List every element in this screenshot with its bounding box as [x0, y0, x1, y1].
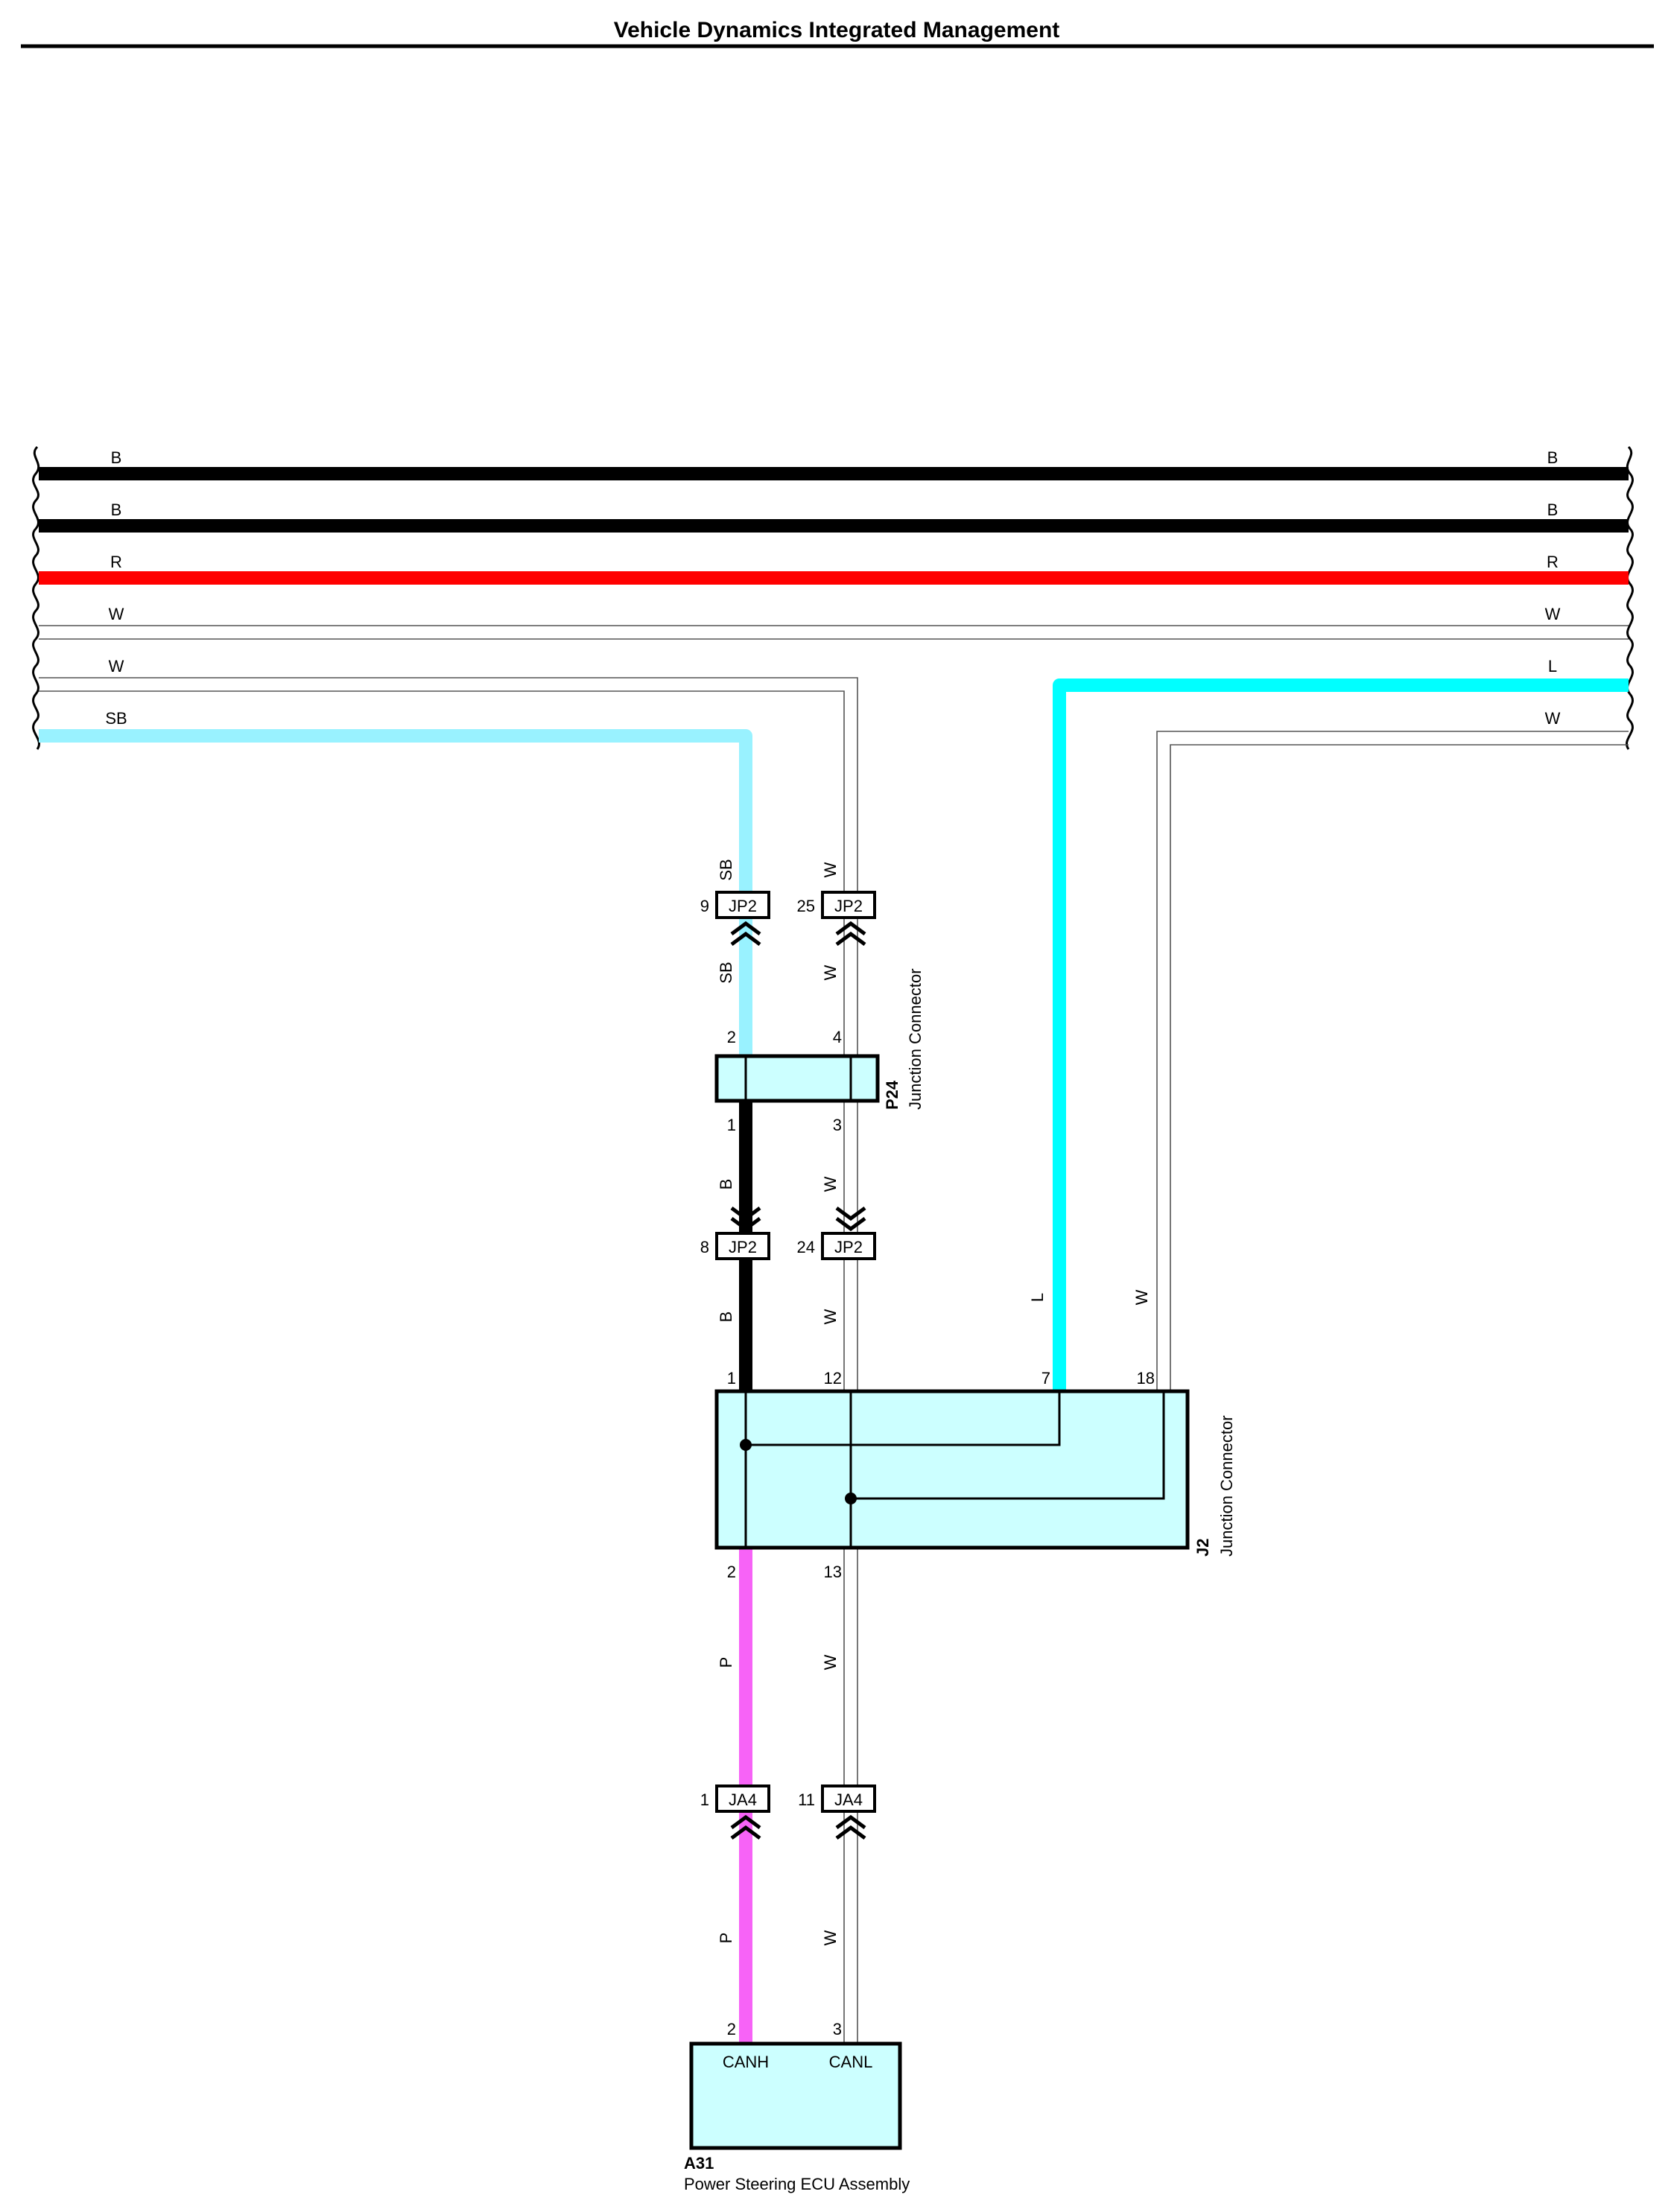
inline-connector-pin: 11 — [798, 1790, 815, 1809]
harness-label-left-6: SB — [105, 709, 127, 728]
wire-label-sb-lower: SB — [717, 962, 735, 983]
inline-connector-code: JP2 — [834, 897, 863, 915]
harness-wire-l — [1053, 678, 1629, 1391]
chevron-up-icon — [835, 1814, 866, 1840]
inline-connector-pin: 9 — [700, 897, 709, 915]
a31-power-steering-ecu: 2 3 CANH CANL A31 Power Steering ECU Ass… — [684, 2020, 910, 2193]
j2-id: J2 — [1193, 1539, 1212, 1557]
harness-label-right-1: B — [1547, 448, 1559, 467]
j2-pin-top-4: 18 — [1137, 1369, 1155, 1388]
inline-connector-pin: 1 — [700, 1790, 709, 1809]
harness-break-right — [1626, 445, 1634, 750]
harness-wire-sb — [39, 729, 752, 1056]
inline-connector-code: JP2 — [834, 1238, 863, 1256]
p24-pin-top-right: 4 — [833, 1028, 842, 1046]
inline-connector-code: JP2 — [729, 897, 757, 915]
inline-connector-code: JP2 — [729, 1238, 757, 1256]
inline-connector-code: JA4 — [834, 1790, 863, 1809]
harness-break-left — [32, 445, 40, 750]
page-title: Vehicle Dynamics Integrated Management — [614, 18, 1060, 42]
a31-id: A31 — [684, 2154, 714, 2173]
harness-label-right-3: R — [1547, 553, 1559, 571]
inline-connector-jp2-24: JP2 24 — [797, 1206, 876, 1260]
harness-label-right-5: L — [1548, 657, 1557, 676]
a31-name: Power Steering ECU Assembly — [684, 2175, 910, 2193]
a31-signal-canh: CANH — [723, 2053, 769, 2071]
wire-label-b-lower: B — [717, 1312, 735, 1323]
inline-connector-code: JA4 — [729, 1790, 757, 1809]
harness-label-left-3: R — [110, 553, 122, 571]
harness-label-right-2: B — [1547, 500, 1559, 519]
inline-connector-pin: 8 — [700, 1238, 709, 1256]
wire-label-w-bottom-lower: W — [821, 1930, 840, 1945]
harness-label-left-1: B — [111, 448, 122, 467]
wire-label-b-upper: B — [717, 1179, 735, 1190]
harness-label-right-4: W — [1545, 605, 1561, 623]
chevron-up-icon — [730, 921, 761, 947]
harness-label-left-4: W — [109, 605, 124, 623]
wire-label-sb-upper: SB — [717, 859, 735, 880]
harness-label-right-6: W — [1545, 709, 1561, 728]
wire-label-w-mid-lower: W — [821, 1309, 840, 1324]
harness-wire-w1 — [39, 625, 1629, 640]
inline-connector-pin: 24 — [797, 1238, 815, 1256]
wire-label-p-upper: P — [717, 1657, 735, 1668]
p24-id: P24 — [883, 1080, 901, 1110]
j2-pin-top-3: 7 — [1042, 1369, 1050, 1388]
chevron-down-icon — [835, 1206, 866, 1232]
j2-pin-bottom-2: 13 — [824, 1563, 842, 1581]
harness-label-left-5: W — [109, 657, 124, 676]
a31-pin-left: 2 — [727, 2020, 736, 2038]
wire-label-p-lower: P — [717, 1933, 735, 1944]
chevron-up-icon — [835, 921, 866, 947]
inline-connector-ja4-1: JA4 1 — [700, 1784, 770, 1840]
chevron-down-icon — [730, 1206, 761, 1232]
wire-label-w-j2: W — [1132, 1289, 1151, 1305]
inline-connector-jp2-8: JP2 8 — [700, 1206, 770, 1260]
p24-pin-top-left: 2 — [727, 1028, 736, 1046]
chevron-up-icon — [730, 1814, 761, 1840]
wire-label-w-lower: W — [821, 964, 840, 980]
a31-signal-canl: CANL — [829, 2053, 873, 2071]
inline-connector-jp2-9: JP2 9 — [700, 891, 770, 947]
harness-wire-w2 — [39, 677, 858, 2044]
wire-label-l: L — [1028, 1293, 1047, 1302]
j2-name: Junction Connector — [1217, 1415, 1236, 1557]
j2-junction-connector: 1 12 7 18 2 13 J2 Junction Connector — [714, 1369, 1236, 1581]
p24-pin-bottom-left: 1 — [727, 1116, 736, 1134]
p24-junction-connector: 2 4 1 3 P24 Junction Connector — [714, 968, 925, 1134]
j2-pin-top-1: 1 — [727, 1369, 736, 1388]
harness-wire-w3 — [1156, 731, 1629, 1391]
a31-pin-right: 3 — [833, 2020, 842, 2038]
p24-name: Junction Connector — [906, 968, 925, 1110]
j2-pin-top-2: 12 — [824, 1369, 842, 1388]
harness-label-left-2: B — [111, 500, 122, 519]
wire-label-w-mid-upper: W — [821, 1176, 840, 1192]
inline-connector-jp2-25: JP2 25 — [797, 891, 876, 947]
p24-pin-bottom-right: 3 — [833, 1116, 842, 1134]
wire-label-w-upper: W — [821, 862, 840, 877]
j2-pin-bottom-1: 2 — [727, 1563, 736, 1581]
wire-label-w-bottom-upper: W — [821, 1654, 840, 1670]
inline-connector-ja4-11: JA4 11 — [798, 1784, 876, 1840]
inline-connector-pin: 25 — [797, 897, 815, 915]
